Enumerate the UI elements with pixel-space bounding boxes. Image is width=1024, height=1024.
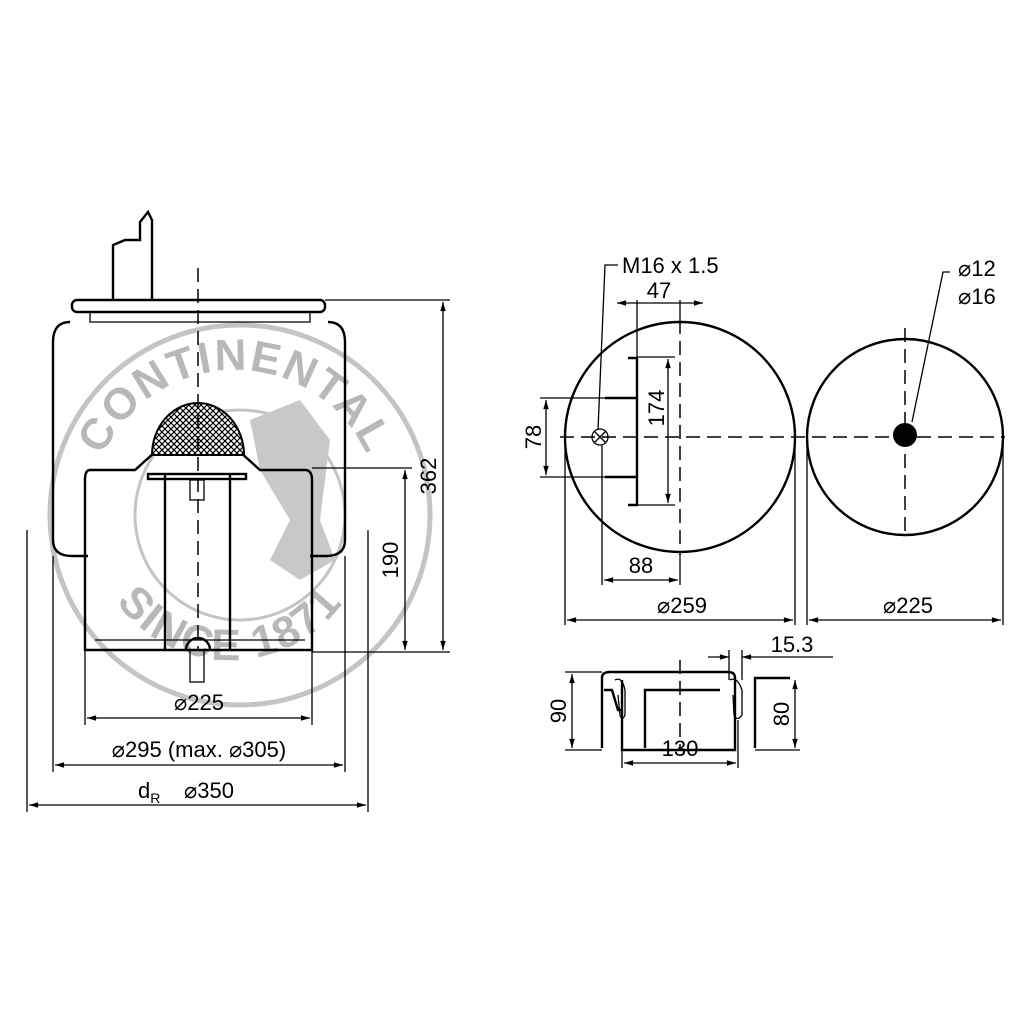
dim-225-bottom: ⌀225 xyxy=(883,593,933,618)
dim-47: 47 xyxy=(647,278,671,303)
side-view xyxy=(26,209,450,812)
dim-174: 174 xyxy=(644,390,669,427)
dim-90: 90 xyxy=(546,699,571,723)
horse-logo-icon xyxy=(250,400,335,580)
dim-height-total: 362 xyxy=(416,458,441,495)
dim-130: 130 xyxy=(662,736,699,761)
dim-259: ⌀259 xyxy=(657,593,707,618)
dim-bellows-diameter: ⌀295 (max. ⌀305) xyxy=(112,737,286,762)
dim-height-piston: 190 xyxy=(378,542,403,579)
top-plate-view xyxy=(540,264,1005,625)
dim-15-3: 15.3 xyxy=(771,632,814,657)
bottom-view xyxy=(805,271,1005,625)
mounting-hole xyxy=(893,423,917,447)
dim-dR-value: ⌀350 xyxy=(184,778,234,803)
dim-piston-diameter: ⌀225 xyxy=(174,690,224,715)
dim-80: 80 xyxy=(769,702,794,726)
dim-dR-label: dR xyxy=(138,778,160,806)
dim-78: 78 xyxy=(521,425,546,449)
thread-label: M16 x 1.5 xyxy=(622,253,719,278)
hole-diameter-16: ⌀16 xyxy=(958,284,996,309)
continental-watermark: CONTINENTAL SINCE 1871 xyxy=(47,322,433,708)
hole-diameter-12: ⌀12 xyxy=(958,256,996,281)
bracket-profile xyxy=(565,650,833,768)
dim-88: 88 xyxy=(629,553,653,578)
